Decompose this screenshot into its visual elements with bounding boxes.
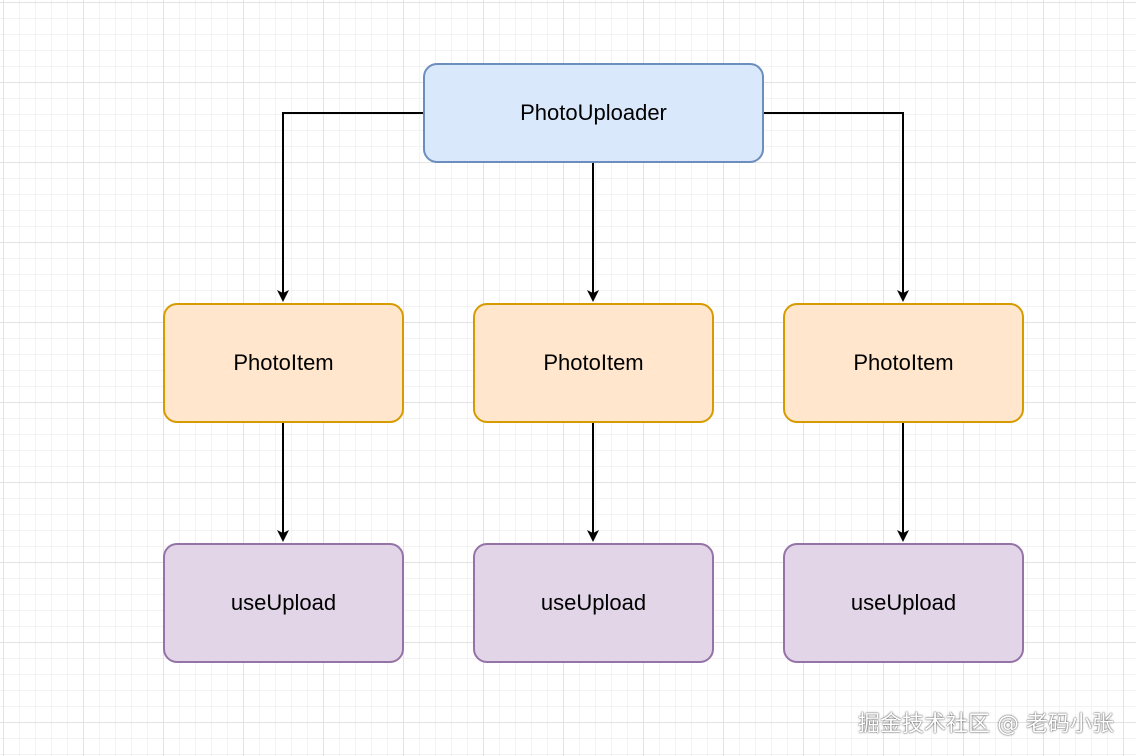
use-upload-label-1: useUpload [230,590,337,615]
watermark: 掘金技术社区 @ 老码小张 [858,712,1114,737]
use-upload-node-2[interactable]: useUpload [473,543,714,663]
photo-uploader-node[interactable]: PhotoUploader [423,63,764,163]
photo-item-node-2[interactable]: PhotoItem [473,303,714,423]
use-upload-label-3: useUpload [850,590,957,615]
photo-item-label-1: PhotoItem [233,350,334,375]
edge-root-to-item-3 [764,112,909,302]
use-upload-node-1[interactable]: useUpload [163,543,404,663]
photo-item-node-1[interactable]: PhotoItem [163,303,404,423]
use-upload-node-3[interactable]: useUpload [783,543,1024,663]
photo-item-node-3[interactable]: PhotoItem [783,303,1024,423]
photo-item-label-2: PhotoItem [543,350,644,375]
photo-item-label-3: PhotoItem [853,350,954,375]
photo-uploader-label: PhotoUploader [520,100,667,125]
edge-root-to-item-1 [277,112,423,302]
use-upload-label-2: useUpload [540,590,647,615]
